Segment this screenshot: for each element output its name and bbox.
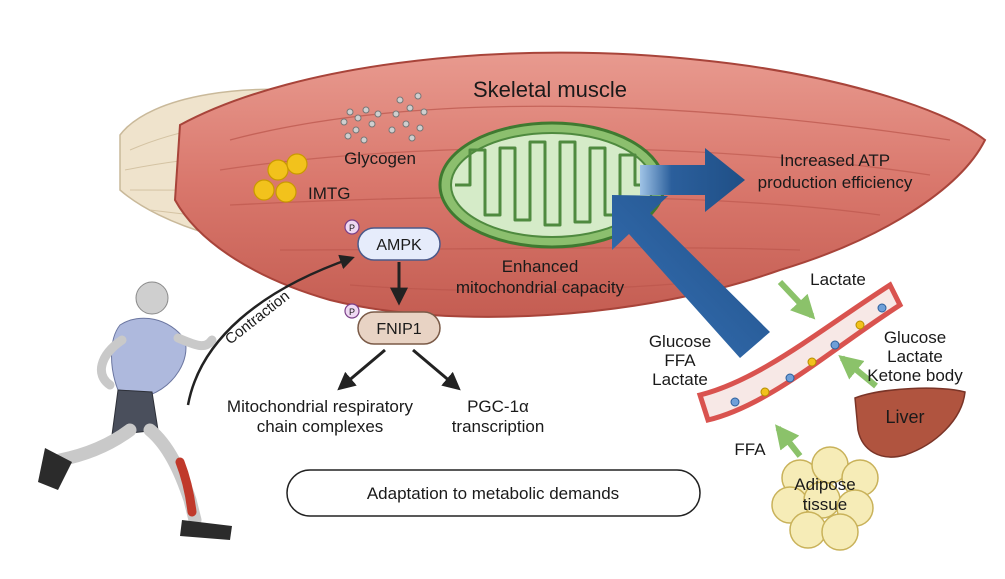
fuel-line2: FFA [664,351,696,370]
fnip1-phospho-label: P [349,307,355,317]
mito-capacity-line2: mitochondrial capacity [456,278,625,297]
lactate-label: Lactate [810,270,866,289]
fuel-line1: Glucose [649,332,711,351]
adipose-line1: Adipose [794,475,855,494]
liver-output-line3: Ketone body [867,366,963,385]
fnip1-node: FNIP1 P [344,303,441,345]
ampk-label: AMPK [376,237,422,254]
pgc1a-line2: transcription [452,417,545,436]
imtg-droplets-icon [253,153,308,203]
contraction-arrow [186,254,355,406]
blood-vessel [696,281,904,423]
liver-green-arrow [838,354,878,389]
glycogen-icon [340,92,428,144]
adaptation-label: Adaptation to metabolic demands [367,484,619,503]
fuel-line3: Lactate [652,370,708,389]
ffa-label: FFA [734,440,766,459]
adaptation-box [286,469,701,517]
ffa-green-arrow [775,424,803,458]
liver-label: Liver [885,407,924,427]
ampk-node: AMPK P [344,219,441,261]
liver-icon [854,387,966,458]
atp-label-line2: production efficiency [758,173,913,192]
resp-chain-line1: Mitochondrial respiratory [227,397,414,416]
imtg-label: IMTG [308,184,351,203]
resp-chain-line2: chain complexes [257,417,384,436]
fnip1-label: FNIP1 [376,321,421,338]
liver-output-line1: Glucose [884,328,946,347]
fuel-supply-arrow [612,195,770,358]
mito-capacity-line1: Enhanced [502,257,579,276]
adipose-line2: tissue [803,495,847,514]
ampk-phospho-label: P [349,223,355,233]
glycogen-label: Glycogen [344,149,416,168]
fnip1-to-pgc-arrow [412,348,461,391]
pgc1a-line1: PGC-1α [467,397,529,416]
lactate-green-arrow [777,279,816,320]
fnip1-to-resp-arrow [337,348,386,391]
liver-output-line2: Lactate [887,347,943,366]
atp-arrow [640,148,745,212]
atp-label-line1: Increased ATP [780,151,890,170]
runner-figure [38,281,232,540]
mitochondrion-icon [438,121,666,249]
adipose-tissue-icon [771,446,879,551]
contraction-label: Contraction [222,288,293,349]
muscle-title: Skeletal muscle [473,77,627,102]
